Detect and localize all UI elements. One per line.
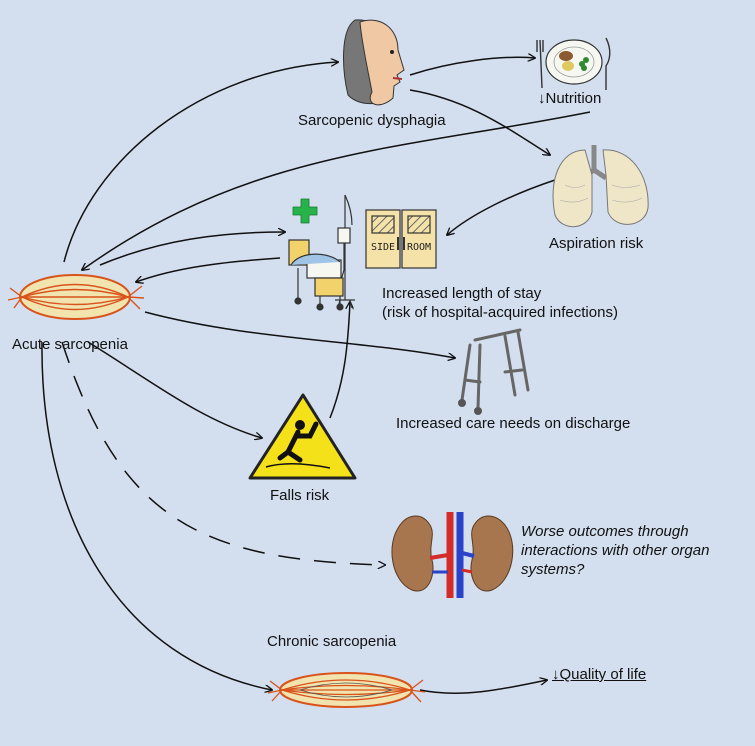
lungs-icon [552,145,649,228]
arrow-to-dysphagia [63,62,338,263]
arrow-nutrition-to-acute [82,111,591,270]
arrow-aspiration-to-room [447,179,556,235]
label-care-needs: Increased care needs on discharge [396,415,631,432]
arrow-acute-to-walker [144,311,455,358]
arrow-acute-to-kidneys [61,341,385,565]
side-room-door-icon: SIDE ROOM [365,209,437,269]
arrow-dysphagia-to-nutrition [409,57,535,76]
arrows [41,57,591,694]
label-acute-sarcopenia: Acute sarcopenia [12,336,128,353]
label-quality-of-life: ↓Quality of life [552,666,647,683]
arrow-acute-to-bed [99,232,285,266]
door-sign-right: ROOM [407,242,431,253]
iv-drip-icon [334,194,355,309]
label-hospital-infections: (risk of hospital-acquired infections) [382,304,618,321]
label-worse-outcomes: Worse outcomes through interactions with… [521,523,710,578]
falls-warning-icon [248,393,357,480]
arrow-dysphagia-to-aspiration [409,89,550,155]
arrow-falls-to-bed [329,302,350,419]
hospital-bed-icon [288,239,344,311]
door-sign-left: SIDE [371,242,395,253]
label-sarcopenic-dysphagia: Sarcopenic dysphagia [298,112,446,129]
face-icon [343,19,405,106]
chronic-muscle-icon [267,672,426,708]
plate-icon [536,37,611,90]
arrow-chronic-to-qol [419,680,547,694]
label-aspiration-risk: Aspiration risk [549,235,644,252]
arrow-acute-to-chronic [41,341,272,690]
label-length-of-stay: Increased length of stay [382,285,542,302]
arrow-acute-to-falls [87,341,262,438]
label-chronic-sarcopenia: Chronic sarcopenia [267,633,397,650]
cross-icon [292,198,318,224]
label-falls-risk: Falls risk [270,487,330,504]
kidneys-icon [391,512,514,598]
label-nutrition: ↓Nutrition [538,90,602,107]
arrow-bed-to-acute [136,257,281,282]
muscle-icon [7,274,145,320]
walking-frame-icon [458,328,530,415]
